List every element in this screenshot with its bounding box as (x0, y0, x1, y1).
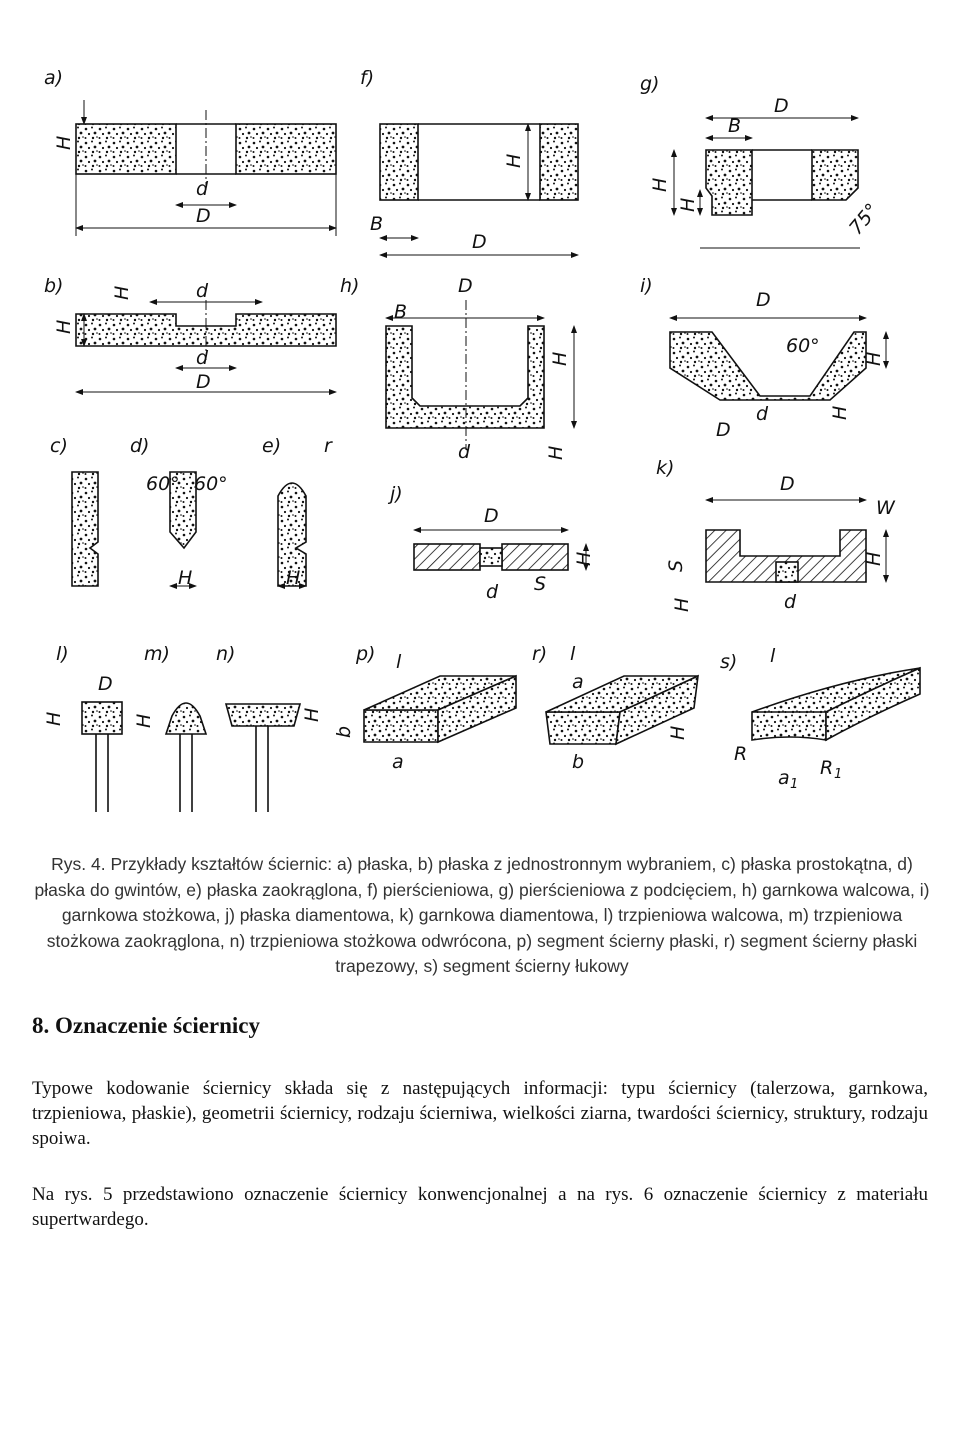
svg-text:B: B (394, 301, 407, 323)
shapes-c-d-e-profiles: 60° 60° H H r (71, 435, 333, 589)
svg-text:H: H (43, 712, 65, 726)
shape-a-flat-wheel: d D H (53, 100, 337, 236)
svg-text:l: l (396, 651, 402, 673)
svg-text:R: R (820, 757, 833, 779)
shapes-l-m-n-mounted-points: D H H H (43, 673, 323, 812)
paragraph-2: Na rys. 5 przedstawiono oznaczenie ścier… (32, 1184, 928, 1230)
svg-text:D: D (98, 673, 113, 695)
grinding-wheel-shapes-figure: a) b) c) d) e) f) g) h) i) j) k) l) m) n… (43, 67, 921, 812)
panel-label-g: g) (640, 73, 659, 95)
svg-text:60°: 60° (146, 473, 180, 495)
shapes-p-r-s-segments: l a b l a b H l R a 1 R 1 (333, 643, 921, 792)
svg-text:d: d (196, 347, 209, 369)
panel-label-s: s) (720, 651, 737, 673)
svg-text:D: D (196, 371, 211, 393)
svg-text:d: d (458, 441, 471, 463)
svg-text:b: b (333, 726, 355, 738)
shape-h-cup-cylindrical: B D H d H (385, 275, 577, 463)
svg-text:H: H (677, 198, 699, 212)
shape-b-flat-recessed: d d D H H (53, 280, 337, 395)
svg-text:H: H (53, 136, 75, 150)
svg-text:D: D (780, 473, 795, 495)
svg-text:D: D (472, 231, 487, 253)
svg-text:H: H (573, 552, 595, 566)
shape-k-cup-diamond: D W H d S H (665, 473, 896, 613)
figure-caption: Rys. 4. Przykłady kształtów ściernic: a)… (34, 854, 930, 976)
svg-text:r: r (324, 435, 333, 457)
svg-text:75°: 75° (845, 199, 884, 239)
svg-text:H: H (178, 567, 192, 589)
panel-label-i: i) (640, 275, 653, 297)
svg-text:H: H (301, 708, 323, 722)
svg-text:S: S (534, 573, 546, 595)
svg-text:W: W (876, 497, 896, 519)
panel-label-b: b) (44, 275, 63, 297)
panel-label-e: e) (262, 435, 281, 457)
svg-text:d: d (196, 280, 209, 302)
svg-text:l: l (770, 645, 776, 667)
panel-label-l: l) (56, 643, 69, 665)
svg-text:H: H (863, 352, 885, 366)
shape-i-cup-conical: D 60° H d D H (669, 289, 889, 441)
svg-text:B: B (728, 115, 741, 137)
svg-text:H: H (286, 567, 300, 589)
svg-text:a: a (392, 751, 404, 773)
svg-text:H: H (133, 714, 155, 728)
svg-text:D: D (458, 275, 473, 297)
panel-label-c: c) (50, 435, 68, 457)
svg-text:D: D (774, 95, 789, 117)
shape-j-flat-diamond: D d S H (413, 505, 595, 603)
svg-text:d: d (486, 581, 499, 603)
panel-label-k: k) (656, 457, 674, 479)
panel-label-h: h) (340, 275, 359, 297)
panel-label-n: n) (216, 643, 235, 665)
svg-text:1: 1 (834, 767, 842, 782)
svg-text:d: d (196, 178, 209, 200)
panel-label-a: a) (44, 67, 63, 89)
svg-text:S: S (665, 560, 687, 572)
svg-text:60°: 60° (786, 335, 820, 357)
svg-text:D: D (484, 505, 499, 527)
svg-text:B: B (370, 213, 383, 235)
svg-text:H: H (549, 352, 571, 366)
panel-label-m: m) (144, 643, 170, 665)
panel-label-f: f) (360, 67, 374, 89)
panel-label-p: p) (355, 643, 375, 665)
svg-text:D: D (756, 289, 771, 311)
paragraph-1: Typowe kodowanie ściernicy składa się z … (32, 1078, 928, 1149)
section-heading: 8. Oznaczenie ściernicy (32, 1013, 261, 1038)
svg-text:H: H (671, 598, 693, 612)
svg-text:d: d (784, 591, 797, 613)
svg-text:H: H (863, 552, 885, 566)
svg-text:a: a (572, 671, 584, 693)
svg-text:H: H (545, 446, 567, 460)
svg-text:60°: 60° (194, 473, 228, 495)
shape-f-ring-wheel: B D H (370, 123, 579, 258)
panel-label-j: j) (387, 483, 403, 505)
svg-text:H: H (111, 286, 133, 300)
svg-text:H: H (503, 154, 525, 168)
panel-label-d: d) (130, 435, 149, 457)
svg-text:H: H (829, 406, 851, 420)
shape-g-ring-wheel-undercut: B D H H 75° (649, 95, 884, 249)
panel-label-r: r) (532, 643, 547, 665)
svg-text:1: 1 (790, 777, 798, 792)
panel-labels: a) b) c) d) e) f) g) h) i) j) k) l) m) n… (44, 67, 737, 673)
svg-text:a: a (778, 767, 790, 789)
svg-text:D: D (196, 205, 211, 227)
svg-text:H: H (53, 320, 75, 334)
svg-text:R: R (734, 743, 747, 765)
svg-text:l: l (570, 643, 576, 665)
svg-text:H: H (649, 178, 671, 192)
svg-text:d: d (756, 403, 769, 425)
svg-text:H: H (667, 726, 689, 740)
svg-text:D: D (716, 419, 731, 441)
svg-text:b: b (572, 751, 584, 773)
